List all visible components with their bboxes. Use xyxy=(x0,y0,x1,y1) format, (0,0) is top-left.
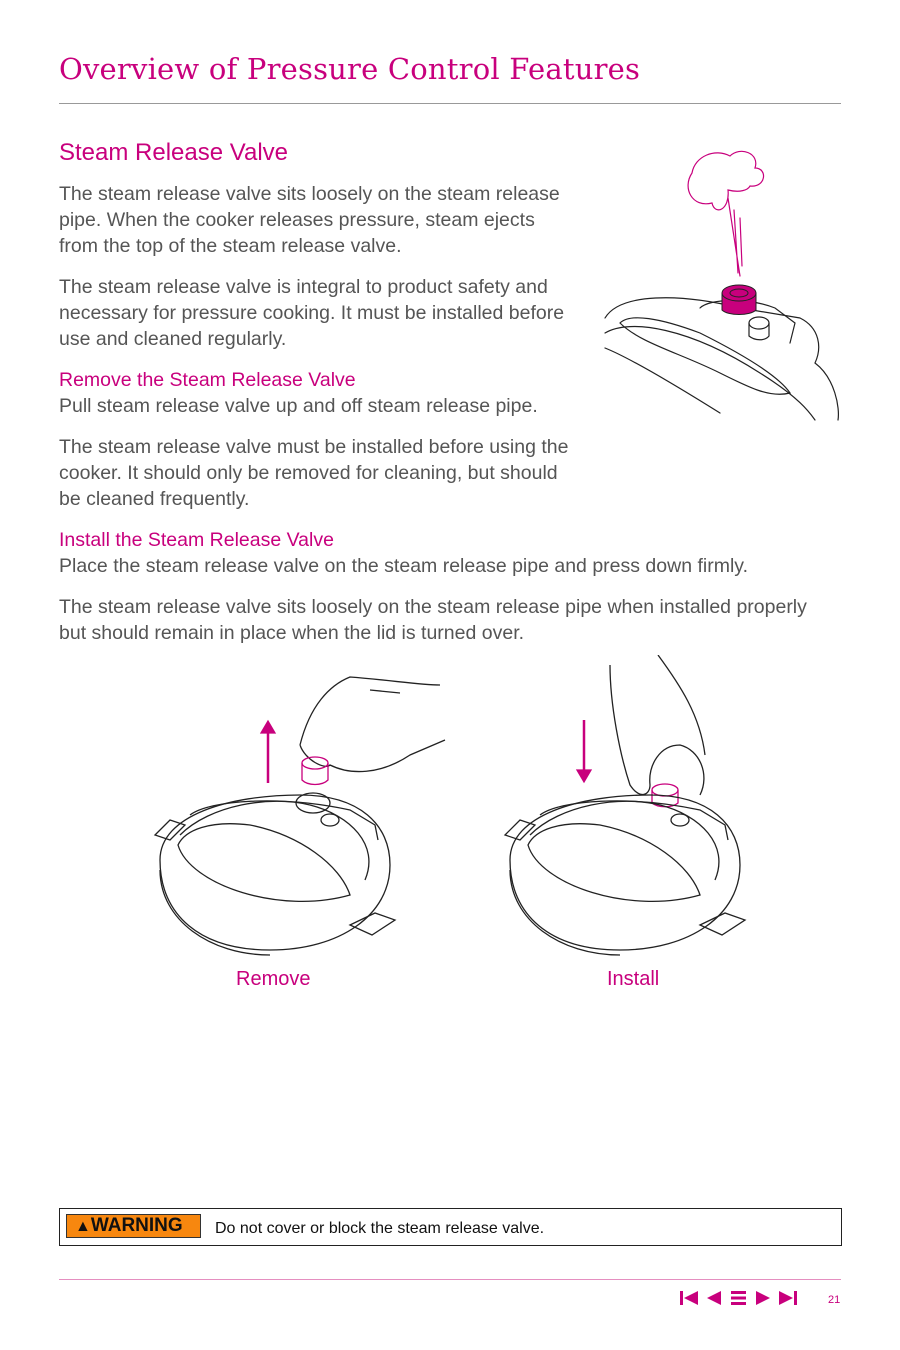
remove-heading: Remove the Steam Release Valve xyxy=(59,369,356,391)
steam-release-valve-icon xyxy=(301,756,329,786)
warning-box: ▲WARNING Do not cover or block the steam… xyxy=(59,1208,842,1246)
warning-badge: ▲WARNING xyxy=(66,1214,201,1238)
cooker-lid xyxy=(153,792,397,956)
steam-release-illustration xyxy=(604,150,839,421)
cooker-lid xyxy=(503,794,747,956)
section-heading: Steam Release Valve xyxy=(59,139,289,166)
install-heading: Install the Steam Release Valve xyxy=(59,529,334,551)
warning-label: WARNING xyxy=(90,1215,183,1236)
first-page-icon[interactable] xyxy=(680,1290,700,1306)
install-paragraph-2: The steam release valve sits loosely on … xyxy=(59,596,807,644)
install-illustration xyxy=(503,655,747,956)
install-paragraph-1: Place the steam release valve on the ste… xyxy=(59,555,748,577)
previous-page-icon[interactable] xyxy=(706,1290,722,1306)
menu-icon[interactable] xyxy=(731,1290,747,1306)
page-title: Overview of Pressure Control Features xyxy=(59,52,641,86)
page-number: 21 xyxy=(828,1294,841,1306)
warning-text: Do not cover or block the steam release … xyxy=(215,1220,545,1237)
next-page-icon[interactable] xyxy=(755,1290,771,1306)
warning-triangle-icon: ▲ xyxy=(75,1218,91,1235)
remove-paragraph-2: The steam release valve must be installe… xyxy=(59,436,569,510)
footer-divider xyxy=(59,1279,841,1280)
install-caption: Install xyxy=(607,968,660,990)
down-arrow-icon xyxy=(575,720,593,784)
intro-paragraph-2: The steam release valve is integral to p… xyxy=(59,276,565,350)
intro-paragraph-1: The steam release valve sits loosely on … xyxy=(59,183,560,257)
last-page-icon[interactable] xyxy=(778,1290,798,1306)
steam-cloud-icon xyxy=(687,150,764,277)
remove-paragraph-1: Pull steam release valve up and off stea… xyxy=(59,395,538,417)
remove-illustration xyxy=(153,676,446,956)
remove-caption: Remove xyxy=(236,968,311,990)
up-arrow-icon xyxy=(259,719,277,783)
title-divider xyxy=(59,103,841,104)
steam-release-valve-icon xyxy=(721,284,757,315)
